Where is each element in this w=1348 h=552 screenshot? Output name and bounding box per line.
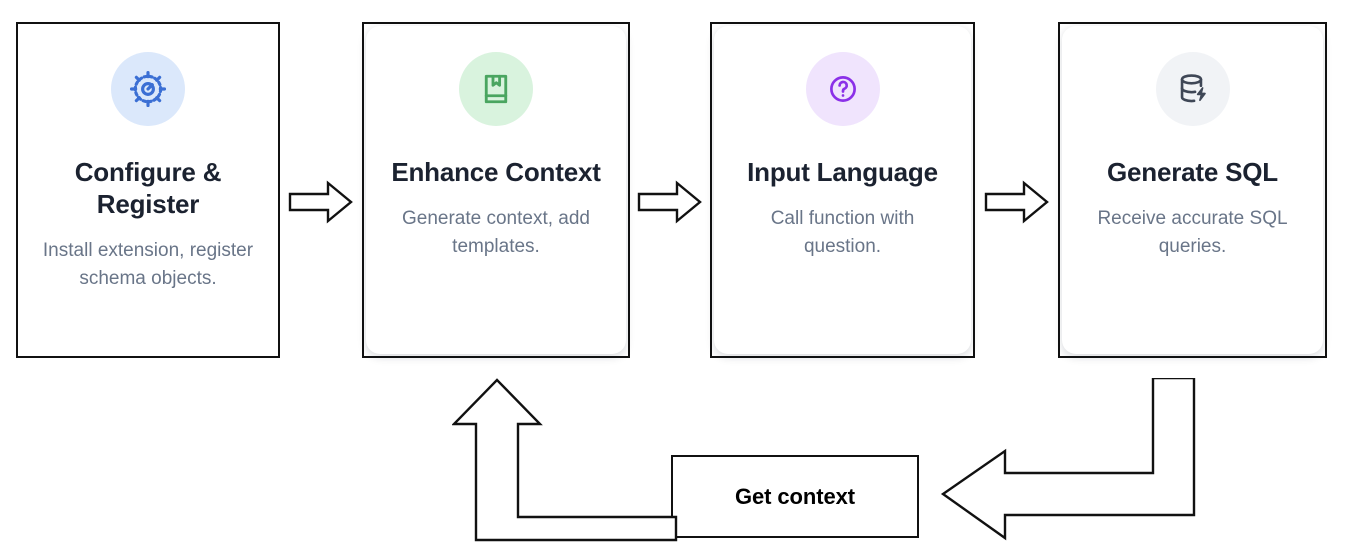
arrow-step2-step3: [637, 180, 703, 224]
step-card-body: Enhance Context Generate context, add te…: [366, 26, 626, 354]
step-description: Install extension, register schema objec…: [42, 240, 254, 289]
step-card-body: Input Language Call function with questi…: [714, 26, 971, 354]
step-card-body: Generate SQL Receive accurate SQL querie…: [1062, 26, 1323, 354]
gear-icon: [111, 52, 185, 126]
step-card-configure-register[interactable]: Configure & Register Install extension, …: [16, 22, 280, 358]
step-description: Call function with question.: [770, 208, 915, 257]
arrow-step1-step2: [288, 180, 354, 224]
book-bookmark-icon: [459, 52, 533, 126]
question-circle-icon: [805, 52, 880, 126]
arrow-step3-step4: [984, 180, 1050, 224]
step-card-body: Configure & Register Install extension, …: [20, 26, 276, 354]
get-context-box[interactable]: Get context: [671, 455, 919, 538]
get-context-label: Get context: [735, 483, 855, 509]
arrow-step4-to-getcontext: [938, 378, 1198, 542]
step-card-generate-sql[interactable]: Generate SQL Receive accurate SQL querie…: [1058, 22, 1327, 358]
step-title: Configure & Register: [74, 157, 222, 220]
step-card-enhance-context[interactable]: Enhance Context Generate context, add te…: [362, 22, 630, 358]
step-title: Enhance Context: [391, 157, 601, 187]
step-title: Input Language: [747, 157, 938, 187]
step-description: Generate context, add templates.: [401, 208, 590, 257]
step-title: Generate SQL: [1107, 157, 1278, 187]
step-description: Receive accurate SQL queries.: [1097, 208, 1288, 257]
arrow-getcontext-to-step2: [452, 378, 678, 542]
database-bolt-icon: [1155, 52, 1230, 126]
step-card-input-language[interactable]: Input Language Call function with questi…: [710, 22, 975, 358]
